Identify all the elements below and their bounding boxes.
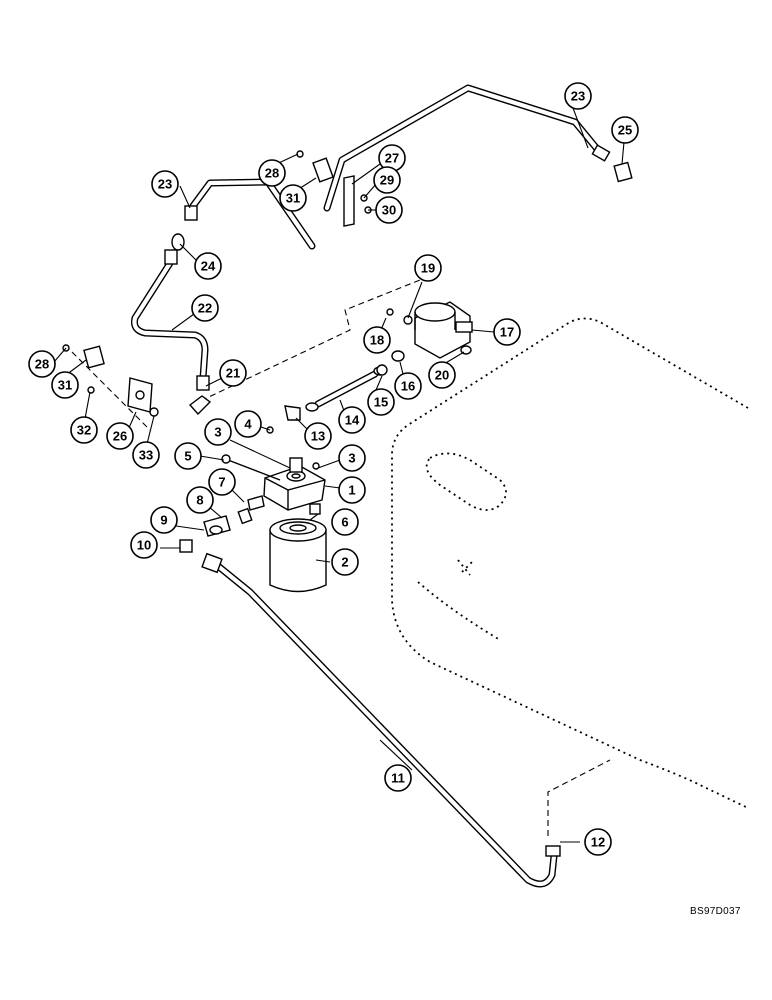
callout-18: 18 [363, 326, 391, 354]
svg-text:23: 23 [571, 89, 585, 104]
callout-17: 17 [493, 318, 521, 346]
callout-12: 12 [584, 828, 612, 856]
svg-text:28: 28 [265, 166, 279, 181]
svg-text:3: 3 [214, 425, 221, 440]
callout-4: 4 [234, 410, 262, 438]
callout-8: 8 [186, 486, 214, 514]
callout-21: 21 [219, 359, 247, 387]
svg-text:20: 20 [435, 368, 449, 383]
callout-23-right: 23 [564, 82, 592, 110]
callout-15: 15 [367, 388, 395, 416]
svg-text:10: 10 [137, 538, 151, 553]
svg-text:31: 31 [58, 378, 72, 393]
leader-lines [53, 99, 625, 843]
callout-9: 9 [150, 506, 178, 534]
callout-13: 13 [304, 422, 332, 450]
svg-text:32: 32 [77, 423, 91, 438]
callout-11: 11 [384, 764, 412, 792]
svg-text:1: 1 [348, 483, 355, 498]
svg-text:5: 5 [184, 449, 191, 464]
svg-text:4: 4 [244, 417, 252, 432]
svg-text:26: 26 [113, 429, 127, 444]
svg-text:6: 6 [341, 515, 348, 530]
callout-19: 19 [414, 254, 442, 282]
svg-text:18: 18 [370, 333, 384, 348]
lift-pump [386, 301, 473, 359]
svg-text:13: 13 [311, 429, 325, 444]
callout-28-top: 28 [258, 159, 286, 187]
callout-1: 1 [338, 476, 366, 504]
mounting-bracket [62, 344, 159, 417]
callout-6: 6 [331, 508, 359, 536]
callout-10: 10 [130, 531, 158, 559]
svg-text:28: 28 [35, 357, 49, 372]
svg-text:27: 27 [385, 151, 399, 166]
callout-26: 26 [106, 422, 134, 450]
callout-20: 20 [428, 361, 456, 389]
callout-2: 2 [331, 548, 359, 576]
svg-text:16: 16 [401, 379, 415, 394]
callout-31-top: 31 [279, 184, 307, 212]
svg-text:24: 24 [201, 259, 216, 274]
svg-text:3: 3 [348, 451, 355, 466]
svg-text:30: 30 [382, 203, 396, 218]
callout-22: 22 [191, 294, 219, 322]
callout-14: 14 [338, 406, 366, 434]
callout-33: 33 [132, 441, 160, 469]
svg-text:14: 14 [345, 413, 360, 428]
svg-text:29: 29 [380, 173, 394, 188]
svg-text:23: 23 [158, 177, 172, 192]
callout-25: 25 [611, 116, 639, 144]
svg-text:21: 21 [226, 366, 240, 381]
small-fittings [171, 233, 472, 553]
callout-31-left: 31 [51, 371, 79, 399]
reference-lines [71, 279, 611, 836]
callout-3-a: 3 [204, 418, 232, 446]
svg-text:2: 2 [341, 555, 348, 570]
svg-text:9: 9 [160, 513, 167, 528]
svg-text:8: 8 [196, 493, 203, 508]
svg-text:15: 15 [374, 395, 388, 410]
svg-text:7: 7 [218, 475, 225, 490]
fuel-tank-outline [391, 317, 749, 809]
callout-30: 30 [375, 196, 403, 224]
filter-head [263, 457, 326, 511]
callout-7: 7 [208, 468, 236, 496]
callout-3-b: 3 [338, 444, 366, 472]
figure-reference-code: BS97D037 [690, 906, 741, 917]
svg-text:19: 19 [421, 261, 435, 276]
upper-clamps [296, 150, 633, 227]
svg-text:12: 12 [591, 835, 605, 850]
fuel-line-23-upper [323, 84, 611, 212]
fuel-line-11 [201, 552, 561, 888]
filter-element [269, 518, 327, 593]
svg-text:25: 25 [618, 123, 632, 138]
callout-24: 24 [194, 252, 222, 280]
fuel-line-22 [131, 249, 210, 391]
callout-32: 32 [70, 416, 98, 444]
callout-28-left: 28 [28, 350, 56, 378]
fuel-line-23-left [184, 178, 316, 250]
svg-text:17: 17 [500, 325, 514, 340]
svg-text:11: 11 [391, 771, 405, 786]
svg-text:33: 33 [139, 448, 153, 463]
callout-23-left: 23 [151, 170, 179, 198]
svg-text:31: 31 [286, 191, 300, 206]
callout-29: 29 [373, 166, 401, 194]
callout-16: 16 [394, 372, 422, 400]
callout-5: 5 [174, 442, 202, 470]
svg-text:22: 22 [198, 301, 212, 316]
